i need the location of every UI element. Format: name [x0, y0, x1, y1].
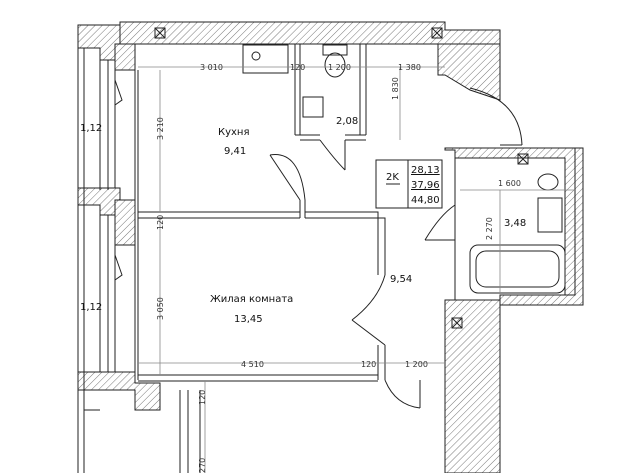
doors [269, 87, 523, 409]
dim-3210: 3 210 [156, 117, 165, 140]
total-area: 37,96 [411, 180, 440, 191]
living-area: 13,45 [234, 314, 263, 325]
hall-vent [451, 317, 463, 329]
total-with-balcony: 44,80 [411, 195, 440, 206]
dim-120-left: 120 [156, 215, 165, 230]
kitchen-vent [154, 27, 166, 39]
wc-sink [302, 96, 324, 118]
dim-2270: 2 270 [485, 217, 494, 240]
bath-sink [537, 197, 563, 233]
shaft-vent [517, 153, 529, 165]
balcony-top-area: 1,12 [80, 123, 102, 134]
dim-1200-top: 1 200 [328, 63, 351, 72]
kitchen-name: Кухня [218, 127, 250, 138]
living-area-total: 28,13 [411, 165, 440, 176]
dim-120-bottom: 120 [361, 360, 376, 369]
area-summary-legend: 2K 28,13 37,96 44,80 [375, 159, 443, 209]
left-windows [77, 48, 135, 473]
dim-3050: 3 050 [156, 297, 165, 320]
living-name: Жилая комната [210, 294, 293, 305]
fixtures [154, 27, 566, 329]
wc-area: 2,08 [336, 116, 358, 127]
toilet-tank [322, 44, 348, 56]
dim-4510: 4 510 [241, 360, 264, 369]
dim-120-top: 120 [290, 63, 305, 72]
dim-1830: 1 830 [391, 77, 400, 100]
dim-120-lower: 120 [198, 390, 207, 405]
dim-270: 270 [198, 458, 207, 473]
toilet-bowl [324, 52, 346, 78]
dim-1600: 1 600 [498, 179, 521, 188]
bathtub [469, 244, 566, 294]
dim-3010: 3 010 [200, 63, 223, 72]
kitchen-area: 9,41 [224, 146, 246, 157]
hall-area: 9,54 [390, 274, 412, 285]
dimension-lines [138, 66, 575, 473]
bath-area: 3,48 [504, 218, 526, 229]
bath-toilet [537, 173, 559, 191]
interior-walls [134, 44, 456, 473]
wc-vent [431, 27, 443, 39]
dim-1380: 1 380 [398, 63, 421, 72]
dim-1200-bottom: 1 200 [405, 360, 428, 369]
apartment-type: 2K [386, 172, 399, 183]
balcony-bottom-area: 1,12 [80, 302, 102, 313]
kitchen-sink [242, 44, 289, 74]
exterior-walls [77, 21, 584, 473]
